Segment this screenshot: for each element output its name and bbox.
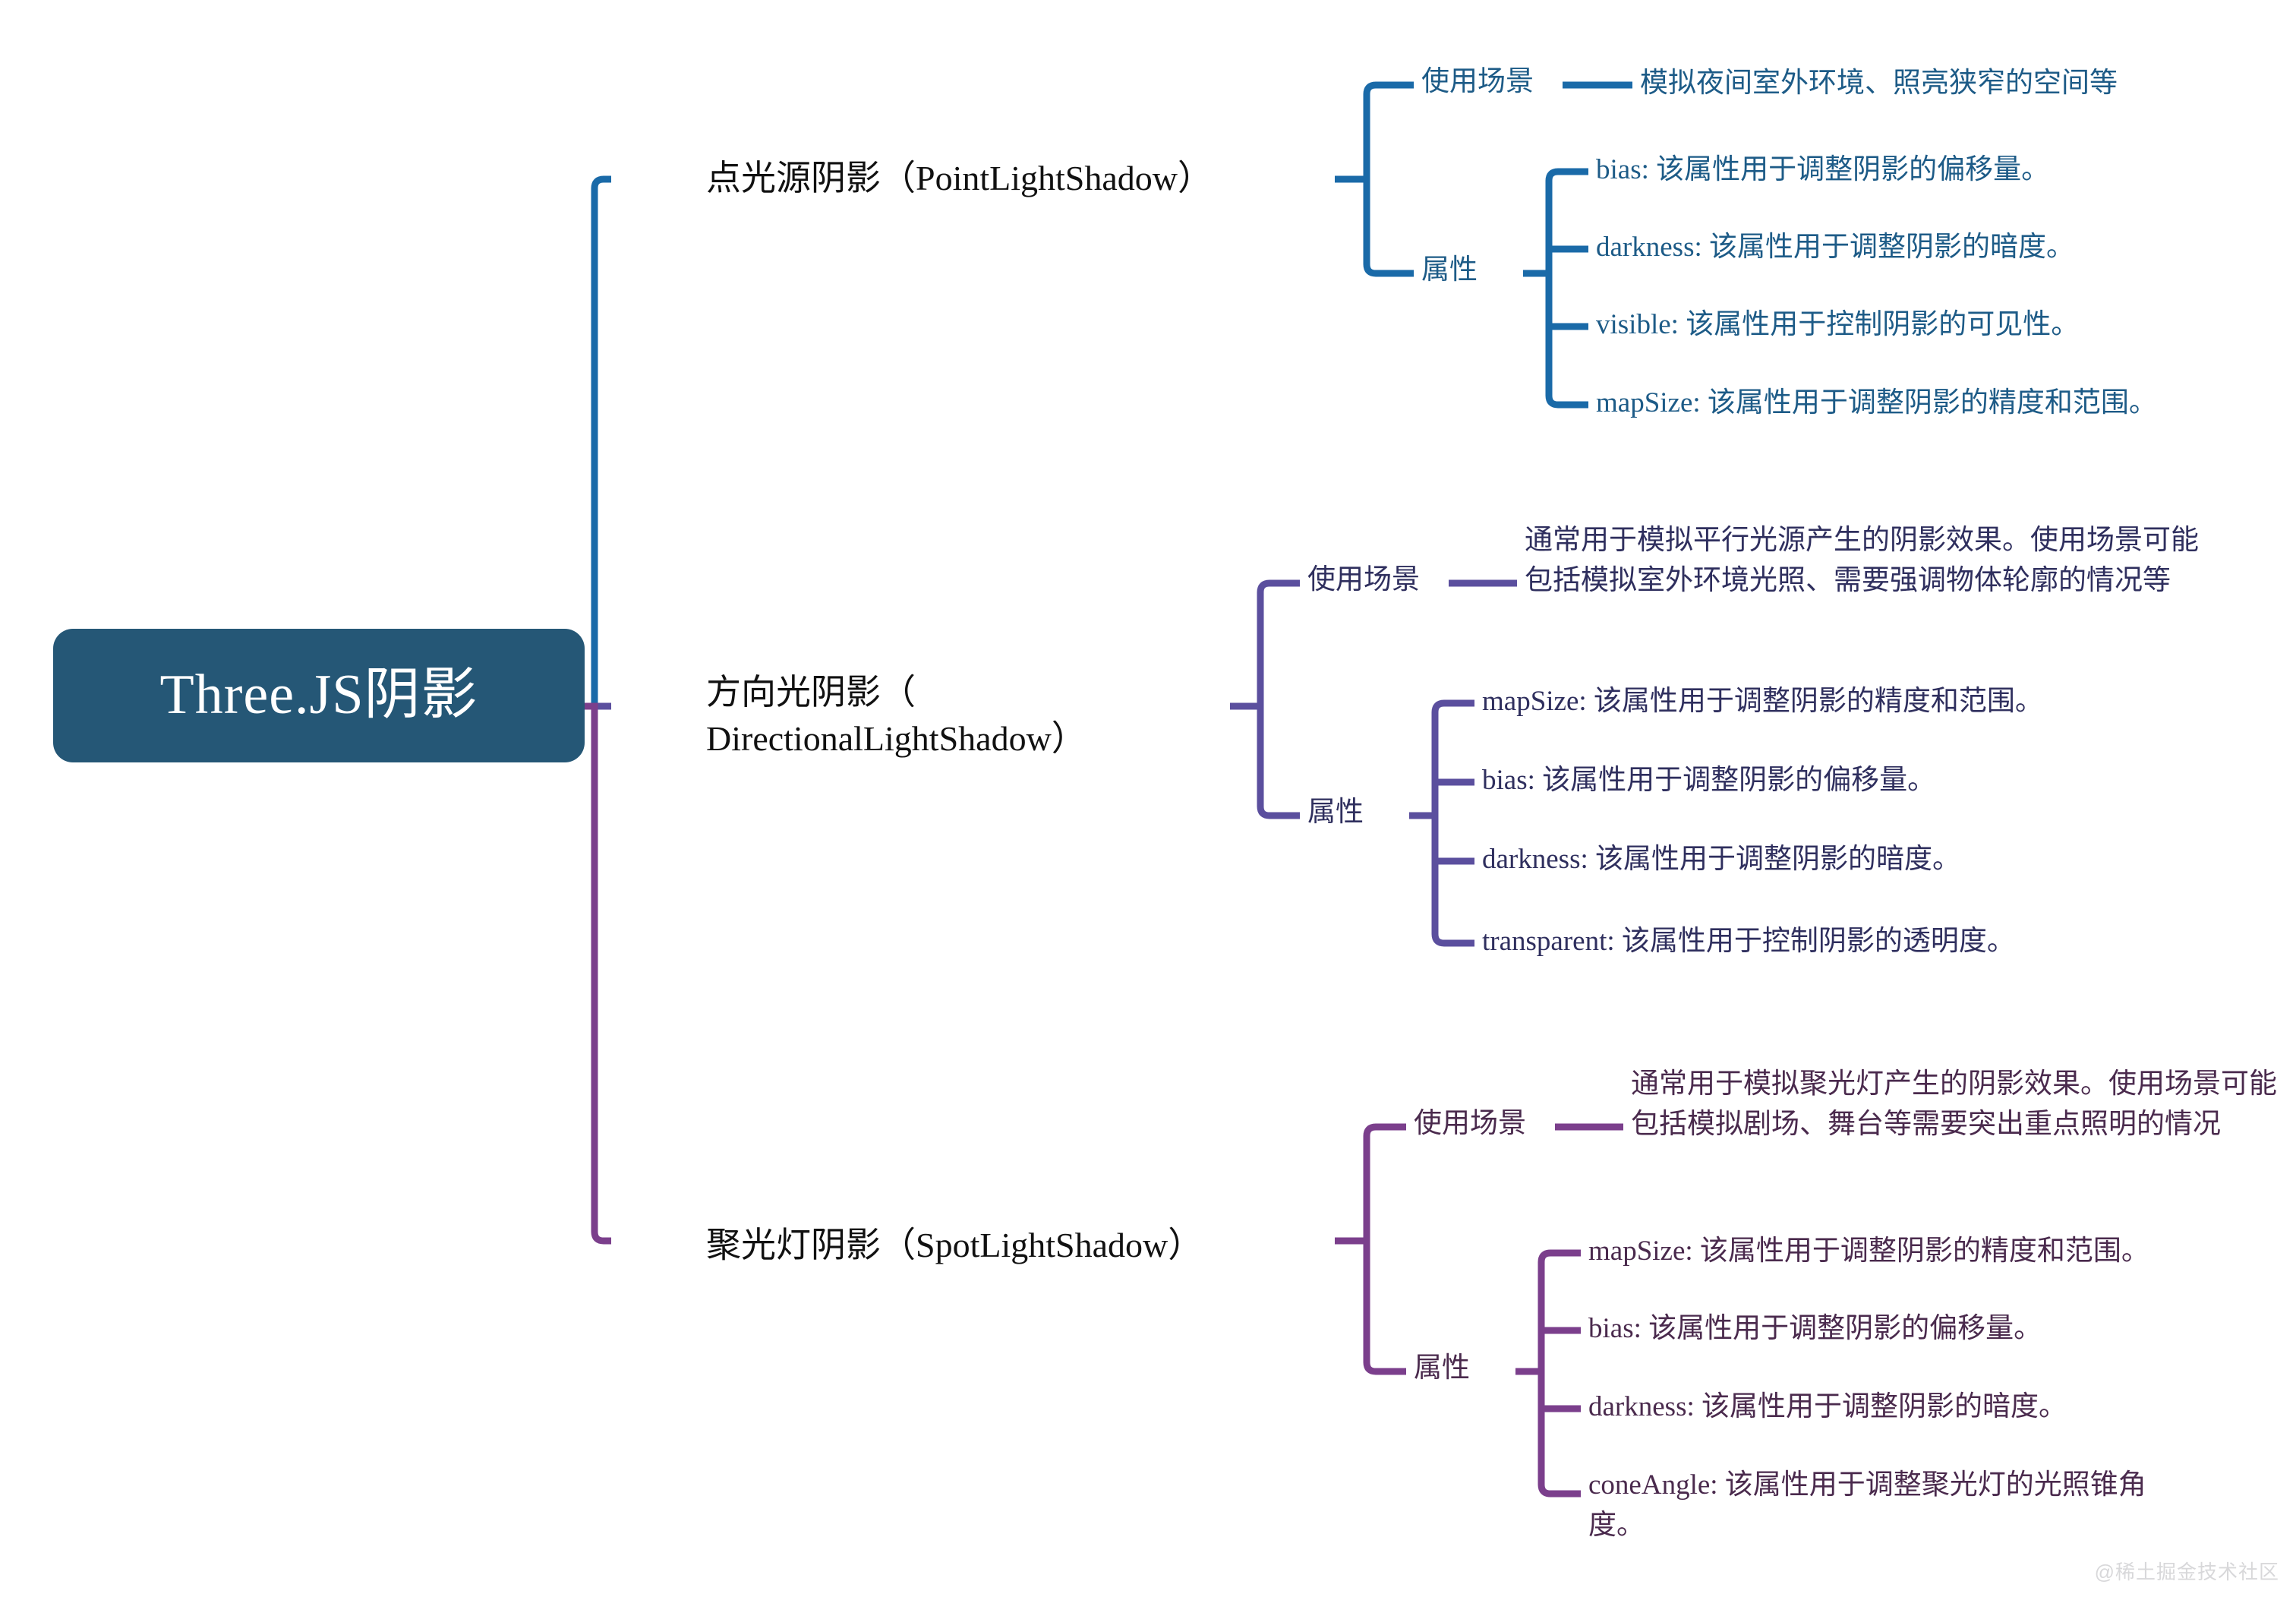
leaf-directional-prop-bias: bias: 该属性用于调整阴影的偏移量。: [1482, 765, 1936, 796]
branch-label-directional-light-shadow[interactable]: 方向光阴影（ DirectionalLightShadow）: [706, 673, 1086, 758]
leaf-spot-prop-mapsize: mapSize: 该属性用于调整阴影的精度和范围。: [1588, 1236, 2149, 1267]
leaf-directional-prop-mapsize: mapSize: 该属性用于调整阴影的精度和范围。: [1482, 686, 2043, 717]
root-node[interactable]: Three.JS阴影: [53, 629, 585, 762]
leaf-spot-prop-coneangle: coneAngle: 该属性用于调整聚光灯的光照锥角度。: [1588, 1469, 2146, 1541]
leaf-spot-prop-darkness: darkness: 该属性用于调整阴影的暗度。: [1588, 1391, 2067, 1422]
branch-label-point-light-shadow[interactable]: 点光源阴影（PointLightShadow）: [706, 159, 1213, 197]
watermark: @稀土掘金技术社区: [2094, 1561, 2279, 1583]
branch-label-spot-light-shadow[interactable]: 聚光灯阴影（SpotLightShadow）: [706, 1226, 1203, 1264]
leaf-directional-prop-transparent: transparent: 该属性用于控制阴影的透明度。: [1482, 926, 2015, 957]
leaf-point-prop-bias: bias: 该属性用于调整阴影的偏移量。: [1596, 154, 2050, 185]
leaf-point-prop-visible: visible: 该属性用于控制阴影的可见性。: [1596, 309, 2080, 340]
group-label-point-properties[interactable]: 属性: [1421, 254, 1478, 286]
leaf-directional-prop-darkness: darkness: 该属性用于调整阴影的暗度。: [1482, 844, 1960, 875]
leaf-spot-usage-1: 通常用于模拟聚光灯产生的阴影效果。使用场景可能包括模拟剧场、舞台等需要突出重点照…: [1631, 1068, 2277, 1140]
root-node-label: Three.JS阴影: [159, 664, 478, 727]
group-label-directional-usage[interactable]: 使用场景: [1307, 564, 1420, 595]
leaf-point-prop-mapsize: mapSize: 该属性用于调整阴影的精度和范围。: [1596, 387, 2157, 418]
leaf-point-usage-1: 模拟夜间室外环境、照亮狭窄的空间等: [1640, 68, 2118, 99]
group-label-spot-usage[interactable]: 使用场景: [1414, 1108, 1526, 1139]
group-label-spot-properties[interactable]: 属性: [1414, 1352, 1470, 1384]
leaf-spot-prop-bias: bias: 该属性用于调整阴影的偏移量。: [1588, 1313, 2042, 1344]
leaf-directional-usage-1: 通常用于模拟平行光源产生的阴影效果。使用场景可能包括模拟室外环境光照、需要强调物…: [1525, 525, 2199, 596]
group-label-directional-properties[interactable]: 属性: [1307, 797, 1364, 828]
group-label-point-usage[interactable]: 使用场景: [1421, 66, 1534, 97]
leaf-point-prop-darkness: darkness: 该属性用于调整阴影的暗度。: [1596, 232, 2074, 263]
